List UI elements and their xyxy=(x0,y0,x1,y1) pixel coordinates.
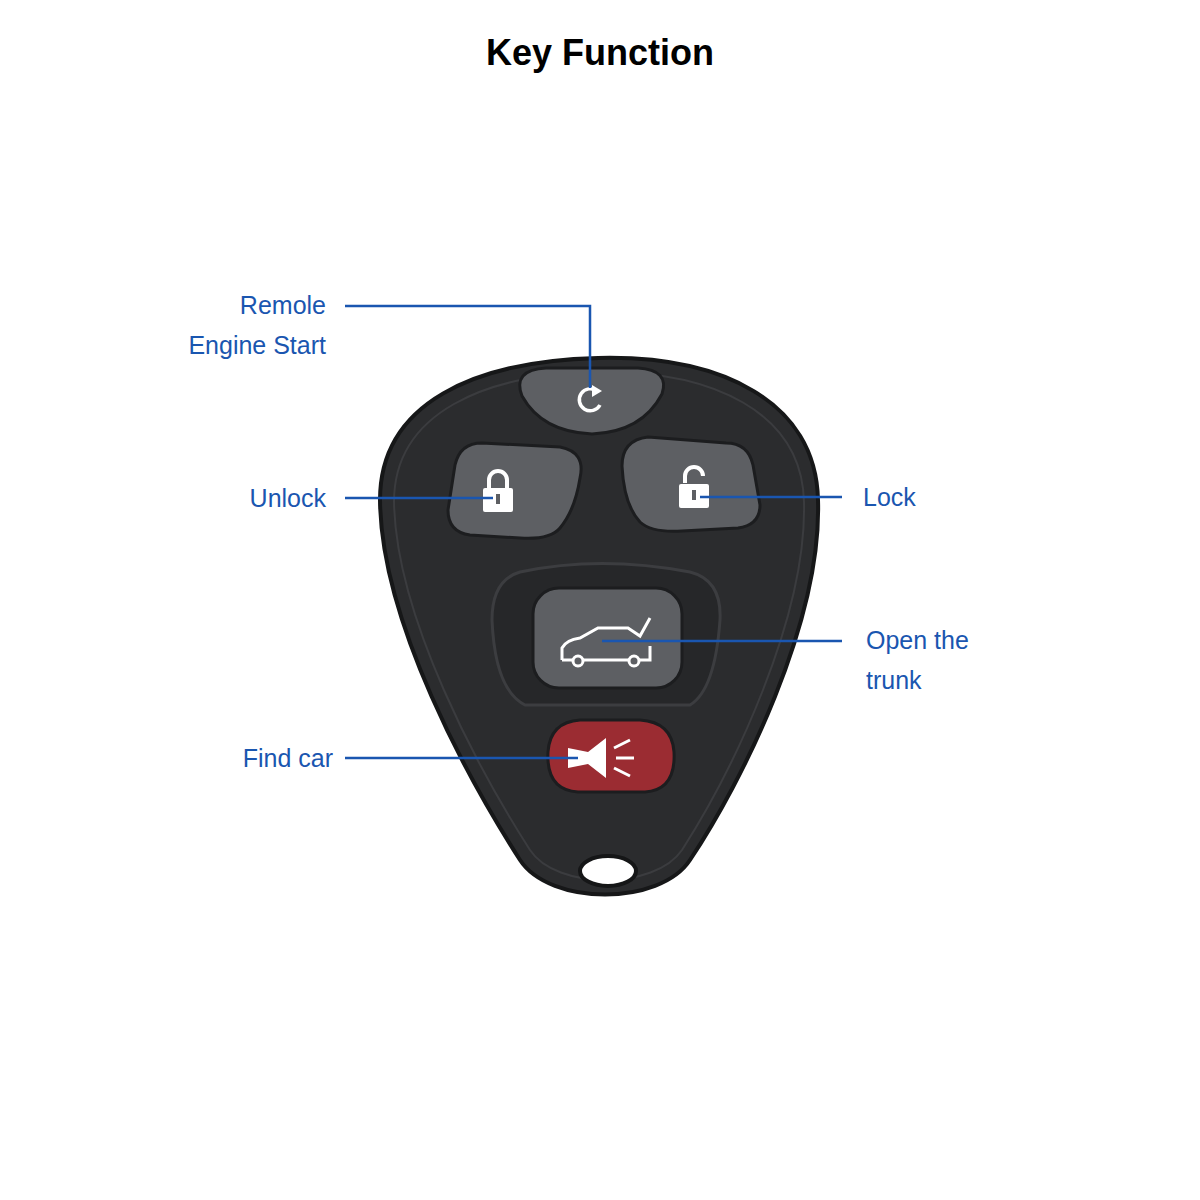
find-car-button xyxy=(548,720,674,792)
unlock-button xyxy=(448,443,581,538)
leader-line xyxy=(602,640,842,643)
callout-label: Remole Engine Start xyxy=(156,285,326,365)
button-recess xyxy=(492,564,720,706)
trunk-button xyxy=(533,588,682,688)
leader-line xyxy=(345,757,578,760)
leader-lines xyxy=(345,306,842,758)
fob-body xyxy=(380,358,818,895)
unlock-shackle xyxy=(489,471,507,489)
trunk-wheel-rear xyxy=(629,656,639,666)
key-ring-hole xyxy=(580,856,636,886)
remote-start-button xyxy=(520,368,664,434)
callout-label: Lock xyxy=(863,477,1063,517)
leader-line xyxy=(345,306,590,388)
unlock-keyhole xyxy=(496,494,500,504)
lock-keyhole xyxy=(692,490,696,500)
leader-line xyxy=(345,497,493,500)
callout-label: Unlock xyxy=(156,478,326,518)
leader-line xyxy=(700,496,842,499)
unlock-body xyxy=(483,488,513,512)
callout-label: Open the trunk xyxy=(866,620,1006,700)
lock-button xyxy=(622,437,760,531)
horn-rays xyxy=(614,740,634,776)
remote-start-arrowhead xyxy=(592,385,602,397)
fob-rim xyxy=(394,372,804,880)
callout-label: Find car xyxy=(163,738,333,778)
lock-shackle-open xyxy=(685,467,703,483)
trunk-wheel-front xyxy=(573,656,583,666)
trunk-car-icon xyxy=(562,618,650,660)
diagram-title: Key Function xyxy=(0,32,1200,74)
